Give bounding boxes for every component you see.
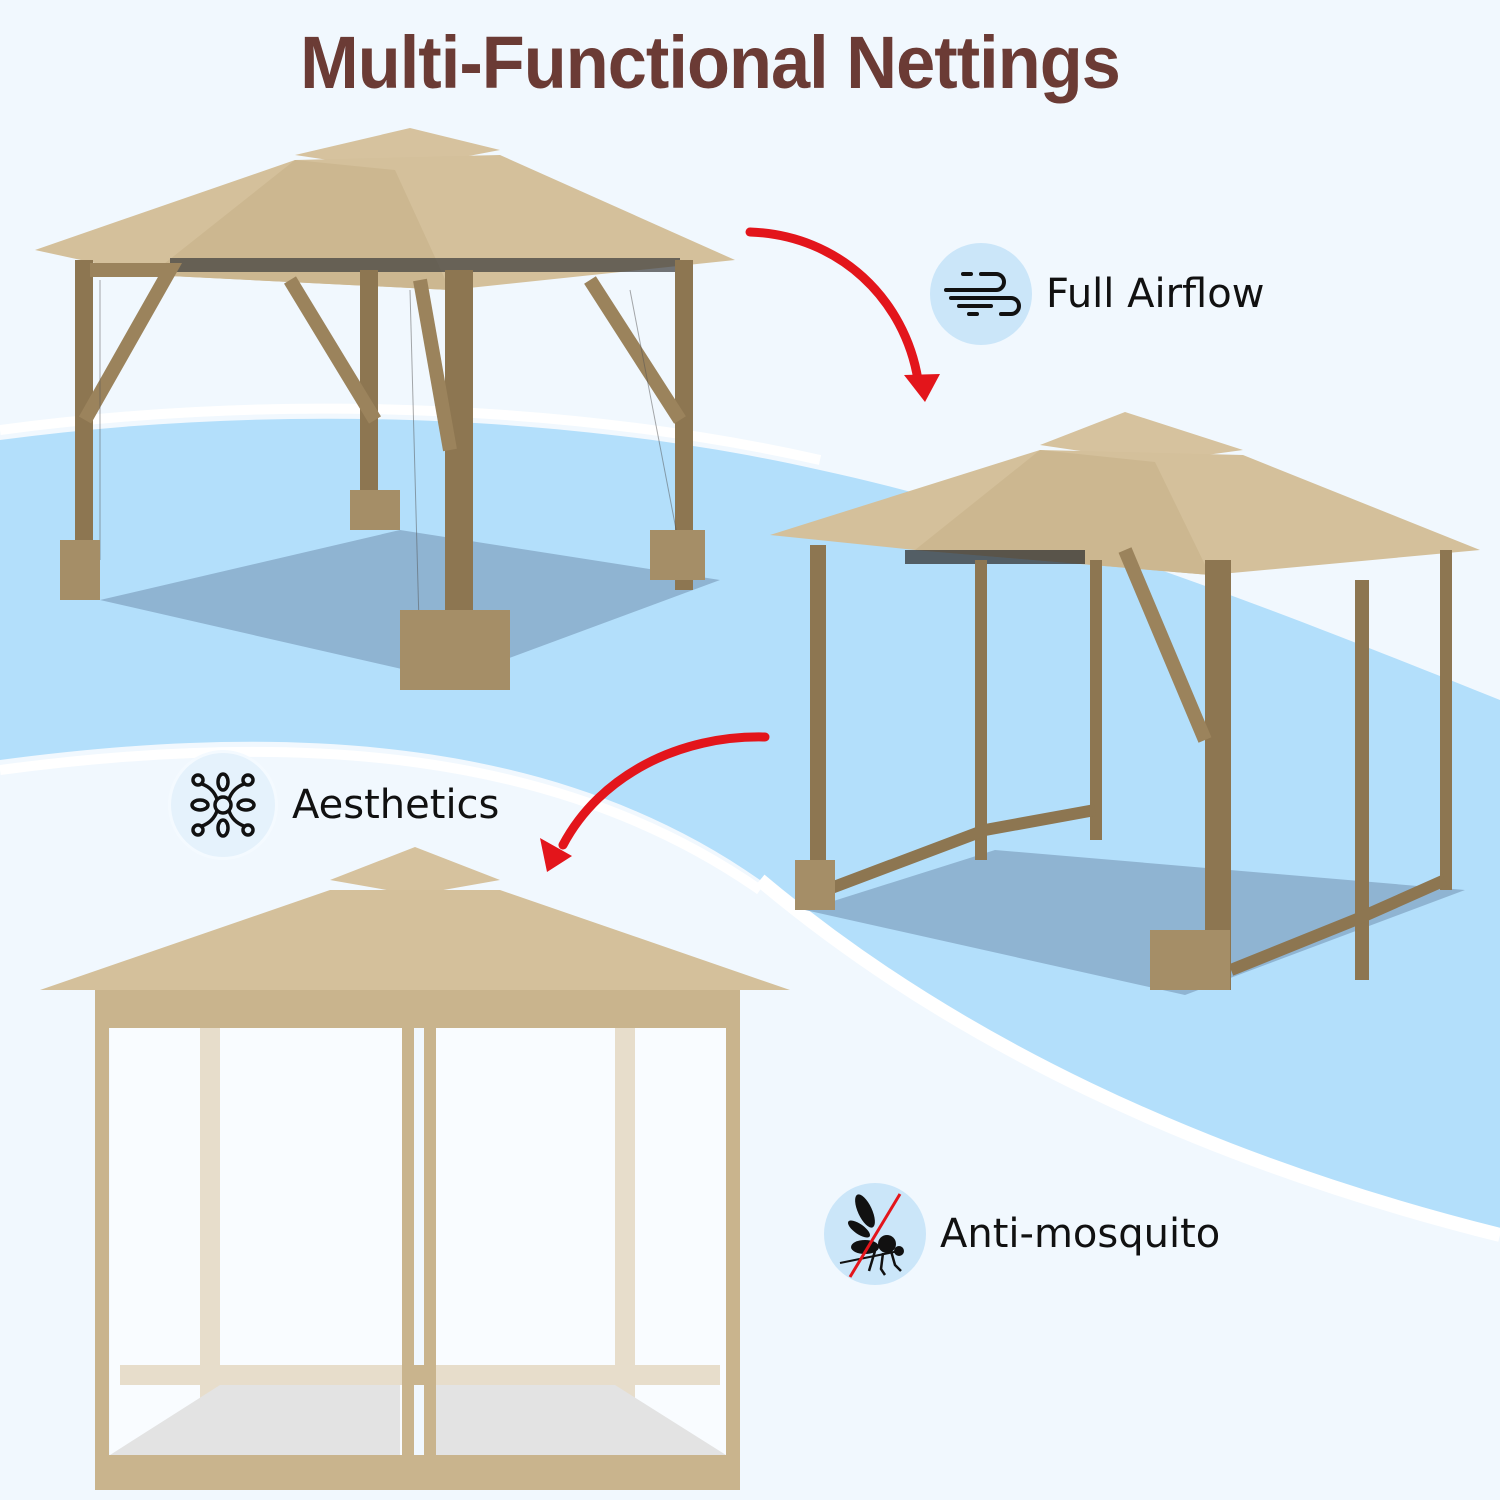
gazebo-nettings-closed xyxy=(40,847,790,1490)
page-title: Multi-Functional Nettings xyxy=(300,21,1121,104)
decorative-pattern-icon xyxy=(168,750,278,860)
feature-anti-mosquito: Anti-mosquito xyxy=(824,1183,1220,1285)
no-mosquito-icon xyxy=(824,1183,926,1285)
feature-label: Aesthetics xyxy=(292,782,500,828)
wind-icon xyxy=(930,243,1032,345)
feature-label: Anti-mosquito xyxy=(940,1211,1221,1257)
feature-aesthetics: Aesthetics xyxy=(168,750,499,860)
gazebo-nettings-tied-open xyxy=(35,128,735,690)
gazebo-nettings-partly-open xyxy=(770,412,1480,995)
feature-full-airflow: Full Airflow xyxy=(930,243,1264,345)
feature-label: Full Airflow xyxy=(1046,271,1265,317)
